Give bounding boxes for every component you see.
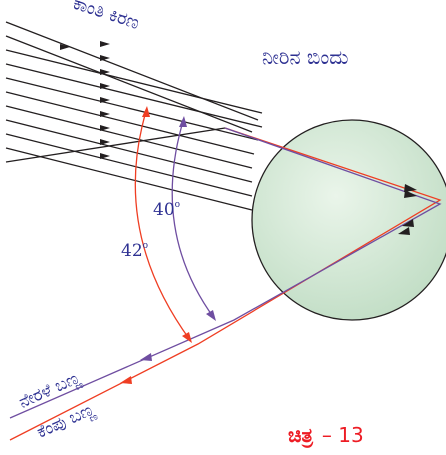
red-angle-label: 42o <box>121 241 148 261</box>
arrowhead-icon <box>120 376 132 384</box>
incoming-ray <box>6 36 252 132</box>
incoming-ray-arrows <box>60 41 110 159</box>
red-angle-arc <box>135 108 190 340</box>
incoming-ray <box>6 78 258 140</box>
figure-number: – 13 <box>322 423 364 447</box>
incoming-ray <box>6 50 262 113</box>
water-drop <box>252 120 446 320</box>
light-rays-label: ಕಾಂತಿ ಕಿರಣ <box>70 0 142 34</box>
violet-angle-arc <box>172 118 214 318</box>
figure-word: ಚಿತ್ರ <box>288 423 314 449</box>
figure-caption: ಚಿತ್ರ – 13 <box>288 423 364 449</box>
arrowhead-icon <box>100 125 110 131</box>
incoming-ray <box>6 64 262 127</box>
violet-angle-label: 40o <box>153 200 180 220</box>
incoming-ray <box>6 22 258 120</box>
red-color-label: ಕೆಂಪು ಬಣ್ಣ <box>34 399 99 443</box>
arrowhead-icon <box>206 310 216 321</box>
arrowhead-icon <box>100 41 110 47</box>
incoming-rays <box>6 22 262 210</box>
arrowhead-icon <box>140 353 152 361</box>
arrowhead-icon <box>100 153 110 159</box>
arrowhead-icon <box>100 139 110 145</box>
arrowhead-icon <box>182 332 192 343</box>
incoming-ray <box>6 148 252 210</box>
water-drop-label: ನೀರಿನ ಬಿಂದು <box>262 45 349 69</box>
